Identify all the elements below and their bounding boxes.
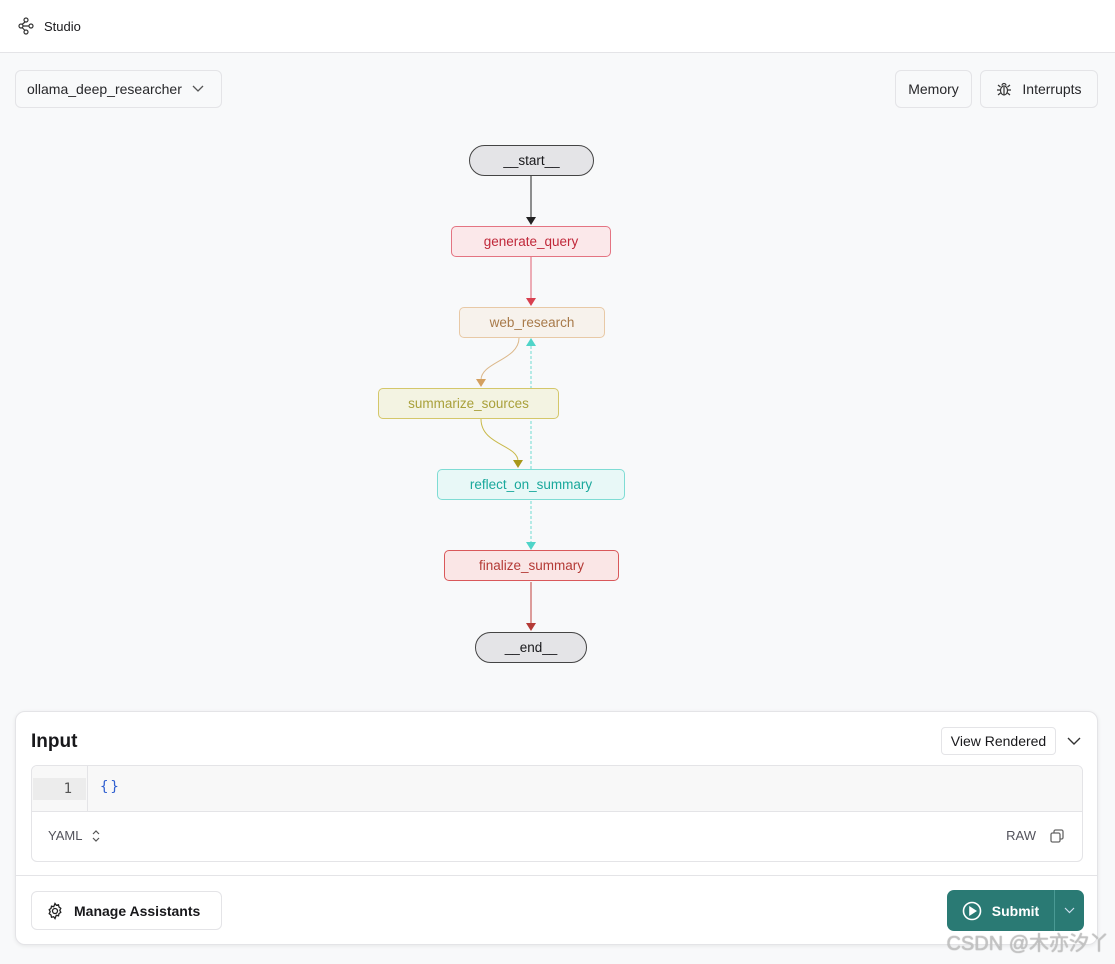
node-generate-query[interactable]: generate_query [451,226,611,257]
edge-finalize-end [526,582,536,631]
play-circle-icon [962,901,982,920]
memory-button[interactable]: Memory [895,70,972,108]
gear-icon [48,901,62,920]
copy-icon [1050,828,1064,843]
edge-web-summarize [476,337,520,387]
edge-generate-web [526,257,536,306]
chevron-down-icon [1064,907,1075,914]
interrupts-label: Interrupts [1022,81,1082,97]
graph-nodes-icon [18,17,34,35]
chevron-down-icon [192,85,204,92]
raw-label: RAW [1006,828,1036,843]
node-start[interactable]: __start__ [469,145,594,176]
format-label: YAML [48,828,83,843]
code-content[interactable]: {} [100,779,121,795]
submit-button-group: Submit [947,890,1084,931]
node-summarize-sources[interactable]: summarize_sources [378,388,559,419]
manage-assistants-button[interactable]: Manage Assistants [31,891,222,930]
app-title: Studio [44,18,81,34]
node-finalize-summary[interactable]: finalize_summary [444,550,619,581]
graph-select[interactable]: ollama_deep_researcher [15,70,222,108]
edge-reflect-finalize [526,501,536,550]
submit-button[interactable]: Submit [947,890,1055,931]
submit-label: Submit [991,902,1040,919]
node-web-research[interactable]: web_research [459,307,605,338]
raw-button[interactable]: RAW [1006,828,1064,843]
watermark: CSDN @木亦汐丫 [946,933,1109,955]
format-select[interactable]: YAML [48,828,100,843]
edge-start-generate [526,176,536,225]
memory-label: Memory [908,81,959,97]
bug-icon [997,82,1012,96]
chevron-up-down-icon [93,829,100,842]
view-rendered-label: View Rendered [950,733,1047,749]
interrupts-button[interactable]: Interrupts [980,70,1098,108]
code-editor[interactable]: 1 {} YAML RAW [31,765,1083,862]
graph-edges [476,176,536,631]
submit-options-button[interactable] [1055,890,1084,931]
line-number: 1 [33,778,86,800]
input-panel: Input View Rendered 1 {} YAML RAW Manage… [15,711,1098,945]
manage-assistants-label: Manage Assistants [74,902,201,919]
node-end[interactable]: __end__ [475,632,587,663]
collapse-chevron-icon[interactable] [1067,737,1081,746]
top-bar: Studio [0,0,1115,53]
graph-select-value: ollama_deep_researcher [27,81,182,97]
view-rendered-button[interactable]: View Rendered [941,727,1056,755]
edge-summarize-reflect [480,418,523,468]
node-reflect-on-summary[interactable]: reflect_on_summary [437,469,625,500]
input-title: Input [31,731,78,752]
